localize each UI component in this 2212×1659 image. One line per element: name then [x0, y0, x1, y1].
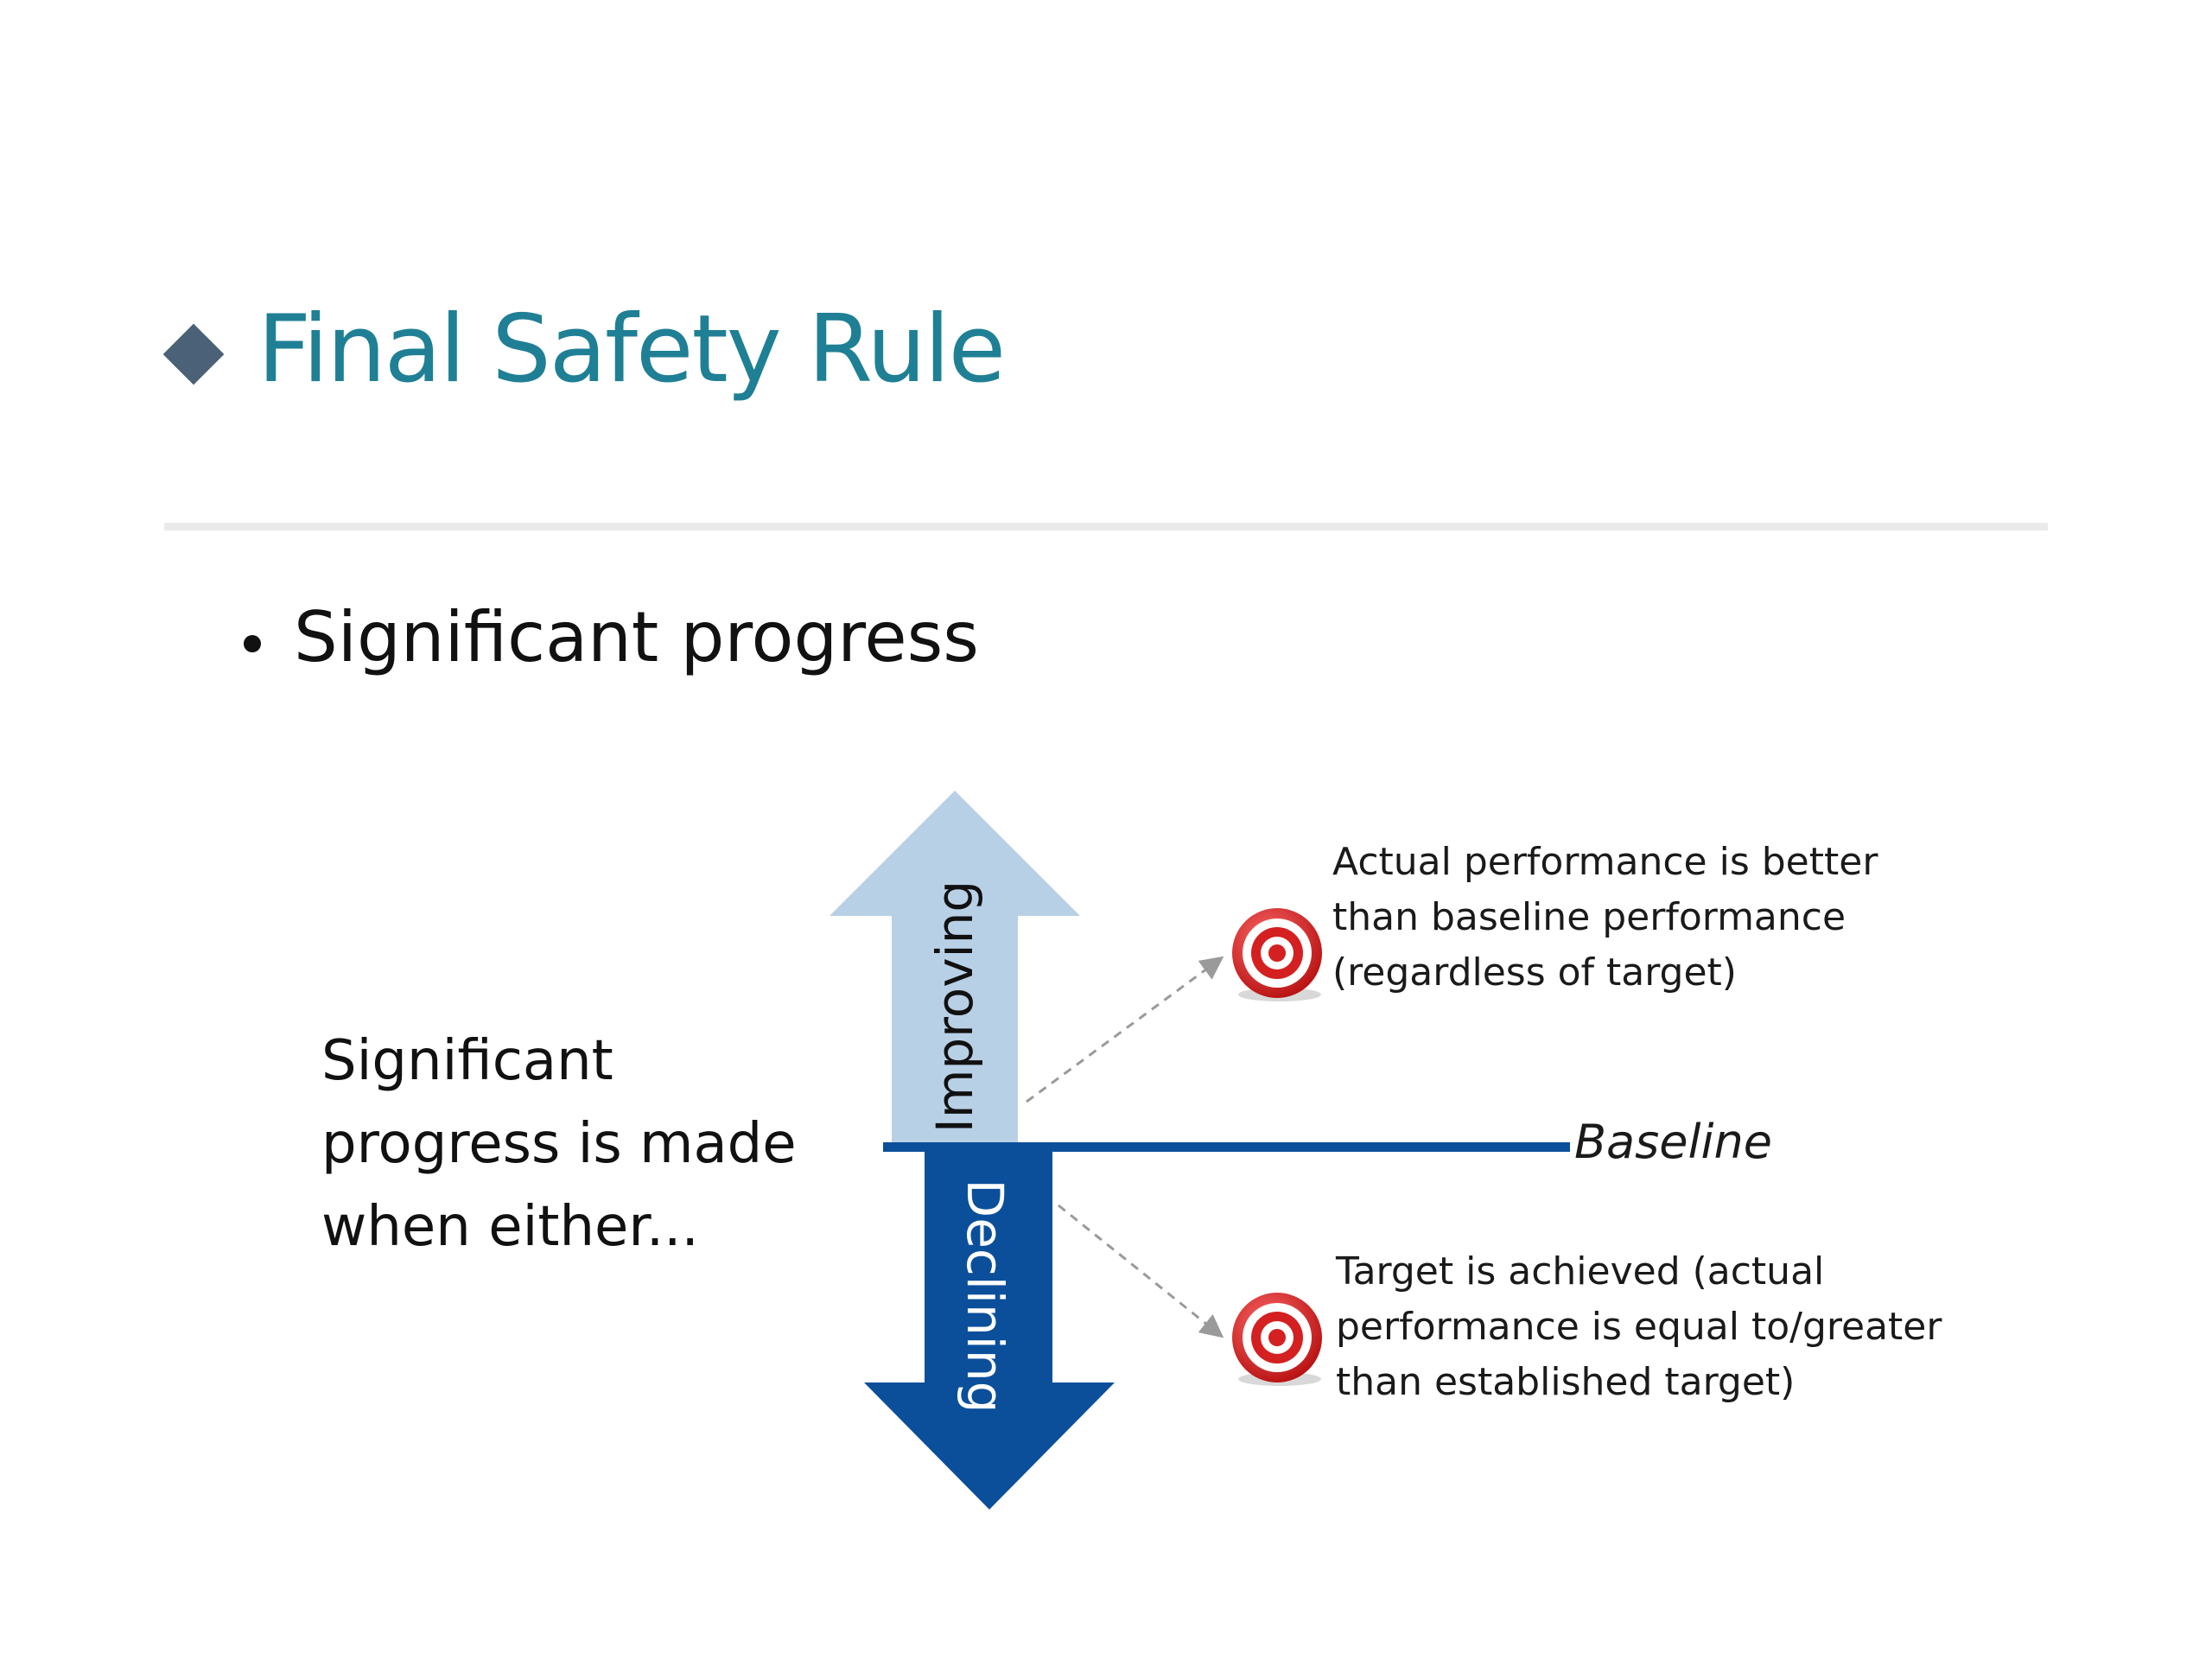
- bullet-dot-icon: [244, 635, 261, 652]
- target-icon: [1232, 908, 1322, 1001]
- improving-arrow: [830, 791, 1080, 1147]
- declining-arrow: [864, 1147, 1115, 1510]
- note-line: Actual performance is better: [1332, 840, 1878, 884]
- intro-line: Significant: [321, 1029, 613, 1093]
- connector-down-line: [1058, 1204, 1224, 1338]
- intro-line: when either...: [321, 1195, 699, 1259]
- baseline-label: Baseline: [1574, 1115, 1772, 1169]
- improving-label: Improving: [925, 880, 984, 1134]
- target-icon: [1232, 1293, 1322, 1386]
- connector-up-line: [1026, 956, 1224, 1103]
- declining-label: Declining: [956, 1179, 1014, 1414]
- intro-line: progress is made: [321, 1112, 797, 1176]
- note-line: than established target): [1336, 1360, 1796, 1404]
- baseline-line: [883, 1142, 1570, 1152]
- note-line: performance is equal to/greater: [1336, 1305, 1942, 1349]
- slide-title: Final Safety Rule: [257, 296, 1006, 404]
- note-line: (regardless of target): [1332, 950, 1737, 995]
- intro-text: Significant progress is made when either…: [321, 1020, 874, 1268]
- better-than-baseline-note: Actual performance is better than baseli…: [1332, 835, 1878, 1001]
- note-line: than baseline performance: [1332, 895, 1847, 939]
- target-achieved-note: Target is achieved (actual performance i…: [1336, 1244, 1942, 1410]
- note-line: Target is achieved (actual: [1336, 1249, 1825, 1294]
- title-divider: [164, 523, 2048, 531]
- bullet-text: Significant progress: [294, 597, 979, 677]
